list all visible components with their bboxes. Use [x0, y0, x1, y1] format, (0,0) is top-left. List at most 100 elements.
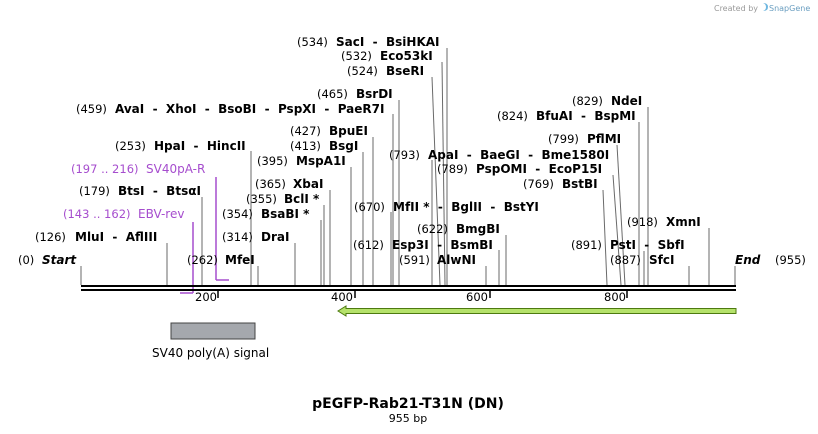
svg-text:(427): (427)	[290, 124, 321, 138]
svg-text:BmgBI: BmgBI	[456, 222, 500, 236]
site-label-bsrdi: (465) BsrDI	[317, 87, 393, 101]
svg-text:(465): (465)	[317, 87, 348, 101]
svg-text:DraI: DraI	[261, 230, 289, 244]
site-label-pspomi: (789)PspOMI - EcoP15I	[437, 162, 602, 176]
start-marker: (0) Start	[18, 253, 77, 267]
svg-text:BclI *: BclI *	[284, 192, 320, 206]
site-label-bfuai: (824) BfuAI - BspMI	[497, 109, 636, 123]
svg-text:(395): (395)	[257, 154, 288, 168]
map-title: pEGFP-Rab21-T31N (DN)	[312, 396, 504, 412]
svg-text:(789): (789)	[437, 162, 468, 176]
map-title-block: pEGFP-Rab21-T31N (DN) 955 bp	[312, 396, 504, 425]
svg-text:SfcI: SfcI	[649, 253, 674, 267]
primer-label-sv40pa-r: (197 .. 216) SV40pA-R	[71, 162, 205, 176]
feature-box	[170, 322, 256, 340]
svg-text:(829): (829)	[572, 94, 603, 108]
svg-text:MspA1I: MspA1I	[296, 154, 346, 168]
svg-text:MfeI: MfeI	[225, 253, 255, 267]
site-label-sfci: (887) SfcI	[610, 253, 674, 267]
svg-text:(459): (459)	[76, 102, 107, 116]
svg-text:HpaI - HincII: HpaI - HincII	[154, 139, 246, 153]
svg-text:(887): (887)	[610, 253, 641, 267]
svg-text:ApaI - BaeGI - Bme1580I: ApaI - BaeGI - Bme1580I	[428, 148, 609, 162]
start-label: Start	[42, 253, 77, 267]
svg-text:(354): (354)	[222, 207, 253, 221]
sequence-backbone	[81, 285, 736, 291]
orf-arrow	[337, 305, 737, 317]
site-label-bpuei: (427) BpuEI	[290, 124, 368, 138]
leader-line-pspomi	[612, 174, 622, 286]
site-label-bcli: (355) BclI *	[246, 192, 320, 206]
snapgene-logo-icon	[763, 3, 768, 11]
svg-text:MluI - AflIII: MluI - AflIII	[75, 230, 157, 244]
site-label-bsabi: (354) BsaBI *	[222, 207, 310, 221]
svg-text:(126): (126)	[35, 230, 66, 244]
end-label: End	[735, 253, 761, 267]
primer-markers	[180, 177, 229, 294]
svg-text:SV40pA-R: SV40pA-R	[146, 162, 205, 176]
site-label-alwni: (591) AlwNI	[399, 253, 476, 267]
credit-text: Created by	[714, 4, 758, 13]
feature-sv40-polya: SV40 poly(A) signal	[152, 322, 269, 360]
svg-text:(591): (591)	[399, 253, 430, 267]
site-label-bseri: (524)BseRI	[347, 64, 424, 78]
site-label-saci: (534) SacI - BsiHKAI	[297, 35, 440, 49]
svg-text:BstBI: BstBI	[562, 177, 598, 191]
svg-text:BfuAI - BspMI: BfuAI - BspMI	[536, 109, 636, 123]
svg-text:(612): (612)	[353, 238, 384, 252]
start-position: (0)	[18, 253, 34, 267]
site-label-esp3i: (612) Esp3I - BsmBI	[353, 238, 493, 252]
site-label-ndei: (829) NdeI	[572, 94, 642, 108]
site-label-mlui: (126) MluI - AflIII	[35, 230, 157, 244]
svg-text:BpuEI: BpuEI	[329, 124, 368, 138]
orf-arrow-shape	[337, 305, 737, 317]
svg-text:Esp3I - BsmBI: Esp3I - BsmBI	[392, 238, 493, 252]
svg-text:(413): (413)	[290, 139, 321, 153]
svg-text:(622): (622)	[417, 222, 448, 236]
svg-text:(143 .. 162): (143 .. 162)	[63, 207, 131, 221]
svg-text:(793): (793)	[389, 148, 420, 162]
svg-text:(824): (824)	[497, 109, 528, 123]
svg-text:(918): (918)	[627, 215, 658, 229]
svg-text:NdeI: NdeI	[611, 94, 642, 108]
svg-text:(365): (365)	[255, 177, 286, 191]
svg-text:AlwNI: AlwNI	[437, 253, 476, 267]
credit-brand: SnapGene	[769, 4, 810, 13]
svg-text:XmnI: XmnI	[666, 215, 701, 229]
svg-text:SacI - BsiHKAI: SacI - BsiHKAI	[336, 35, 440, 49]
credit: Created by SnapGene	[714, 3, 810, 13]
leader-line-pflmi	[616, 144, 626, 286]
svg-text:(524): (524)	[347, 64, 378, 78]
svg-text:(355): (355)	[246, 192, 277, 206]
site-labels: (126)MluI - AflIII (179)BtsI - BtsαI (25…	[35, 35, 701, 267]
site-label-bmgbi: (622) BmgBI	[417, 222, 500, 236]
scale-ticks: 200 400 600 800	[195, 289, 628, 304]
svg-text:(534): (534)	[297, 35, 328, 49]
svg-text:(179): (179)	[79, 184, 110, 198]
site-label-mfii: (670)MfII * - BglII - BstYI	[354, 200, 539, 214]
svg-text:(532): (532)	[341, 49, 372, 63]
svg-text:XbaI: XbaI	[293, 177, 323, 191]
svg-text:(769): (769)	[523, 177, 554, 191]
site-label-bsgi: (413) BsgI	[290, 139, 358, 153]
site-label-pflmi: (799)PflMI	[548, 132, 621, 146]
site-label-btsi: (179)BtsI - BtsαI	[79, 184, 201, 198]
leader-line-eco53ki	[441, 61, 446, 286]
tick-label-600: 600	[466, 290, 488, 304]
svg-text:Eco53kI: Eco53kI	[380, 49, 433, 63]
site-label-drai: (314)DraI	[222, 230, 289, 244]
svg-text:EBV-rev: EBV-rev	[138, 207, 184, 221]
svg-text:PstI - SbfI: PstI - SbfI	[610, 238, 685, 252]
svg-text:PflMI: PflMI	[587, 132, 621, 146]
site-label-mspa1i: (395) MspA1I	[257, 154, 346, 168]
site-label-mfei: (262)MfeI	[187, 253, 255, 267]
primer-label-ebv-rev: (143 .. 162) EBV-rev	[63, 207, 184, 221]
svg-text:BsrDI: BsrDI	[356, 87, 393, 101]
site-label-apai: (793) ApaI - BaeGI - Bme1580I	[389, 148, 609, 162]
svg-text:BsaBI *: BsaBI *	[261, 207, 310, 221]
svg-text:(197 .. 216): (197 .. 216)	[71, 162, 139, 176]
svg-text:BsgI: BsgI	[329, 139, 358, 153]
svg-text:(891): (891)	[571, 238, 602, 252]
svg-text:AvaI - XhoI - BsoBI - Ps: AvaI - XhoI - BsoBI - PspXI - PaeR7I	[115, 102, 384, 116]
